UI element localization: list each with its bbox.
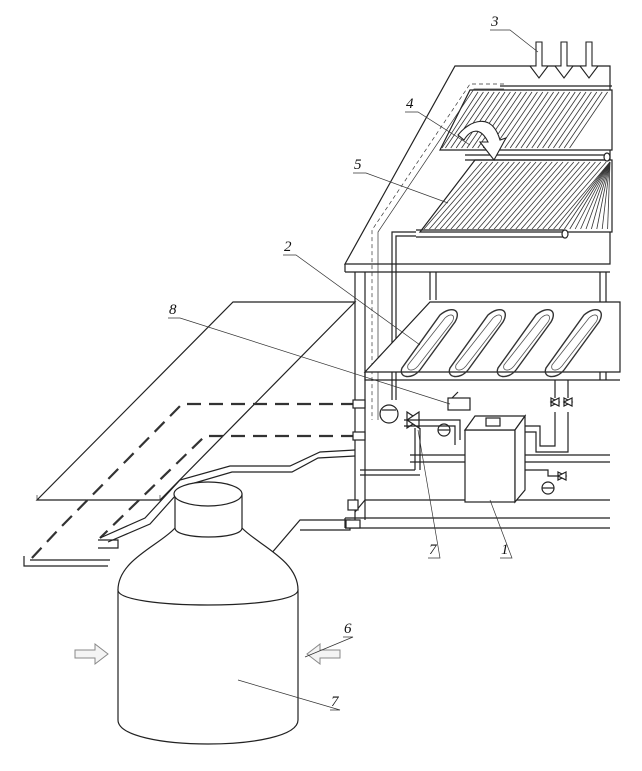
label-1: 1 [501, 542, 509, 558]
collector-upper-tubes [441, 91, 608, 149]
label-5: 5 [354, 157, 362, 173]
solar-collectors [371, 83, 613, 420]
circulation-pump [379, 404, 399, 424]
storage-tank [117, 481, 299, 745]
tank-shoulder [117, 527, 299, 606]
buried-pipe-lower [99, 434, 355, 539]
flow-direction-arrow [457, 120, 508, 162]
arrow-right-in [306, 642, 341, 666]
heat-flow-arrows [74, 642, 341, 666]
floor-heating-coil [400, 308, 602, 378]
arrow-left-in [74, 642, 109, 666]
tank-lid [173, 481, 243, 507]
collector-lower-tubes [423, 161, 611, 230]
solar-radiation-arrows [528, 41, 600, 79]
ground-plate [35, 301, 357, 501]
equipment [352, 380, 574, 504]
surface-pipe-2 [107, 455, 356, 543]
label-7-upper: 7 [429, 542, 438, 558]
label-2: 2 [284, 239, 292, 255]
callout-labels: 3 4 5 2 8 7 1 6 7 [169, 14, 509, 710]
heat-pump-unit [464, 429, 516, 503]
floor-heating-panel [363, 301, 621, 381]
surface-pipe-4 [23, 556, 108, 567]
ground-heat-exchanger [23, 301, 357, 567]
label-8: 8 [169, 302, 177, 318]
label-6: 6 [344, 621, 352, 637]
label-7-tank: 7 [331, 694, 340, 710]
tank-body [117, 589, 299, 745]
leader-lines [168, 29, 539, 711]
surface-pipe-1 [99, 449, 356, 539]
controller-box [447, 397, 471, 411]
label-4: 4 [406, 96, 414, 112]
label-3: 3 [490, 14, 499, 30]
